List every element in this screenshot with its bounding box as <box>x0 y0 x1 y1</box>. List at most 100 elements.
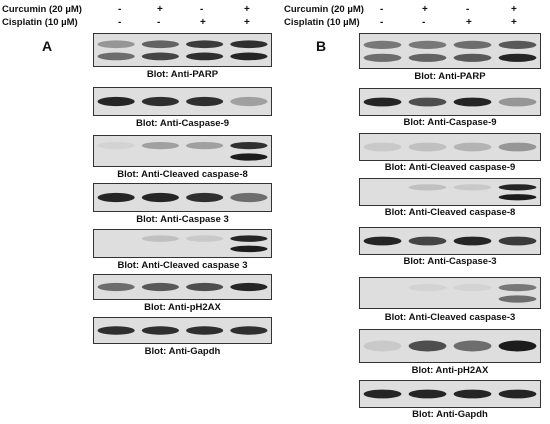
band-lane-4 <box>498 284 537 292</box>
panel-b-curcumin-sign: + <box>422 4 428 15</box>
panel-a-cisplatin-label: Cisplatin (10 µM) <box>2 17 78 28</box>
blot-background <box>360 134 540 160</box>
band-lane-2 <box>141 40 179 49</box>
blot-bands <box>94 88 271 115</box>
blot-background <box>360 278 540 308</box>
panel-a-caption: Blot: Anti-PARP <box>146 69 219 80</box>
band-lane-2 <box>141 235 179 242</box>
band-lane-4 <box>498 295 537 303</box>
panel-b-cisplatin-sign: + <box>511 17 517 28</box>
panel-a-curcumin-sign: - <box>200 4 204 15</box>
band-lane-4 <box>498 40 537 49</box>
panel-b-caption: Blot: Anti-Cleaved caspase-8 <box>384 207 516 218</box>
blot-bands <box>360 34 540 68</box>
panel-b-caption: Blot: Anti-Cleaved caspase-3 <box>384 312 516 323</box>
panel-b-curcumin-sign: + <box>511 4 517 15</box>
blot-background <box>94 34 271 66</box>
panel-a-letter: A <box>42 38 53 54</box>
band-lane-3 <box>186 282 224 292</box>
band-lane-3 <box>453 236 492 246</box>
band-lane-3 <box>453 389 492 399</box>
panel-b-caption: Blot: Anti-Caspase-9 <box>403 117 497 128</box>
panel-a-caption: Blot: Anti-Caspase-9 <box>135 118 230 129</box>
panel-a-cisplatin-sign: - <box>157 17 161 28</box>
panel-a-caption: Blot: Anti-Caspase 3 <box>136 214 229 225</box>
panel-a-caption: Blot: Anti-Gapdh <box>144 346 221 357</box>
panel-b-cisplatin-sign: - <box>422 17 426 28</box>
band-lane-1 <box>97 142 135 150</box>
panel-b-cisplatin-label: Cisplatin (10 µM) <box>284 17 360 28</box>
panel-b-blot-ph2ax <box>359 329 541 363</box>
blot-background <box>360 179 540 205</box>
panel-b-letter: B <box>316 38 327 54</box>
panel-b-caption: Blot: Anti-Gapdh <box>412 409 488 420</box>
panel-a-blot-cleaved-caspase-8 <box>93 135 272 167</box>
band-lane-3 <box>186 142 224 150</box>
band-lane-3 <box>453 340 492 352</box>
panel-b-blot-caspase-9 <box>359 88 541 116</box>
blot-bands <box>94 275 271 299</box>
panel-a-blot-cleaved-caspase-3 <box>93 229 272 258</box>
band-lane-3 <box>453 284 492 292</box>
band-lane-1 <box>363 340 402 352</box>
band-lane-1 <box>97 40 135 49</box>
band-lane-2 <box>141 142 179 150</box>
panel-a-curcumin-sign: + <box>244 4 250 15</box>
panel-b-blot-parp <box>359 33 541 69</box>
band-lane-3 <box>186 52 224 61</box>
panel-a-blot-parp <box>93 33 272 67</box>
panel-a-blot-caspase-3 <box>93 183 272 212</box>
band-lane-2 <box>141 96 179 107</box>
band-lane-2 <box>141 192 179 203</box>
band-lane-4 <box>498 194 537 201</box>
band-lane-1 <box>97 326 135 335</box>
blot-bands <box>94 230 271 257</box>
band-lane-3 <box>186 96 224 107</box>
band-lane-3 <box>186 235 224 242</box>
blot-bands <box>94 318 271 343</box>
band-lane-2 <box>408 236 447 246</box>
band-lane-2 <box>408 142 447 152</box>
band-lane-4 <box>230 142 268 150</box>
band-lane-4 <box>498 142 537 152</box>
band-lane-1 <box>363 236 402 246</box>
band-lane-4 <box>230 96 268 107</box>
panel-b-caption: Blot: Anti-Caspase-3 <box>403 256 497 267</box>
blot-background <box>94 136 271 166</box>
panel-a-curcumin-sign: - <box>118 4 122 15</box>
panel-a-curcumin-sign: + <box>157 4 163 15</box>
band-lane-2 <box>408 40 447 49</box>
panel-b-cisplatin-sign: + <box>466 17 472 28</box>
blot-bands <box>360 134 540 160</box>
panel-a-curcumin-label: Curcumin (20 µM) <box>2 4 82 15</box>
panel-b-cisplatin-sign: - <box>380 17 384 28</box>
band-lane-3 <box>453 53 492 62</box>
band-lane-2 <box>141 52 179 61</box>
panel-a-blot-ph2ax <box>93 274 272 300</box>
band-lane-4 <box>230 40 268 49</box>
panel-b-blot-caspase-3 <box>359 227 541 255</box>
band-lane-4 <box>498 184 537 191</box>
panel-a-caption: Blot: Anti-pH2AX <box>144 302 221 313</box>
panel-a-cisplatin-sign: + <box>200 17 206 28</box>
band-lane-3 <box>453 40 492 49</box>
band-lane-1 <box>363 389 402 399</box>
band-lane-3 <box>453 184 492 191</box>
blot-bands <box>94 184 271 211</box>
band-lane-1 <box>97 52 135 61</box>
panel-b-blot-cleaved-caspase-8 <box>359 178 541 206</box>
band-lane-2 <box>408 284 447 292</box>
band-lane-4 <box>498 53 537 62</box>
band-lane-3 <box>453 97 492 107</box>
band-lane-2 <box>408 97 447 107</box>
panel-b-blot-cleaved-caspase-3 <box>359 277 541 309</box>
band-lane-1 <box>97 96 135 107</box>
panel-a-cisplatin-sign: - <box>118 17 122 28</box>
blot-background <box>94 230 271 257</box>
panel-b-curcumin-label: Curcumin (20 µM) <box>284 4 364 15</box>
band-lane-3 <box>453 142 492 152</box>
band-lane-4 <box>230 153 268 161</box>
blot-bands <box>94 34 271 66</box>
band-lane-4 <box>230 235 268 242</box>
band-lane-3 <box>186 326 224 335</box>
